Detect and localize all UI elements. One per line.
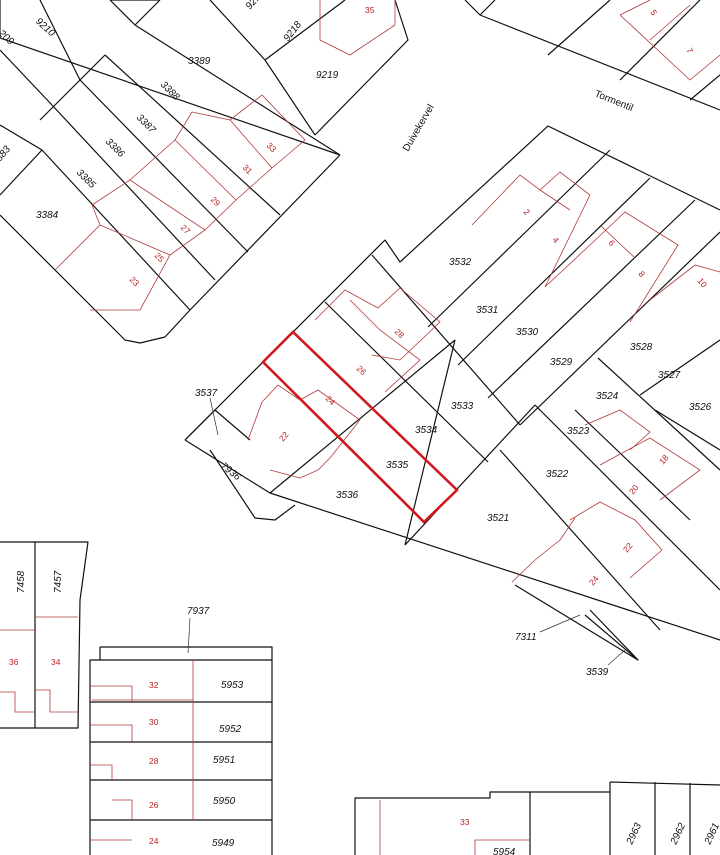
parcel-label: 3522 — [546, 469, 569, 480]
parcel-label: 3526 — [689, 402, 712, 413]
parcel-label: 5953 — [221, 680, 244, 691]
parcel-label: 3534 — [415, 425, 438, 436]
house-number: 30 — [149, 717, 159, 727]
block-bottom-left — [89, 617, 273, 855]
house-number: 8 — [636, 269, 647, 279]
house-number: 24 — [587, 573, 601, 587]
parcel-label: 3529 — [550, 357, 573, 368]
house-number: 7 — [684, 46, 695, 55]
house-number: 5 — [648, 8, 659, 17]
house-number: 28 — [149, 756, 159, 766]
parcel-label: 3539 — [586, 667, 609, 678]
house-number: 2 — [521, 207, 532, 217]
house-number: 31 — [241, 162, 255, 176]
house-number: 20 — [627, 482, 641, 496]
parcel-label: 3530 — [516, 327, 539, 338]
block-left-middle — [0, 541, 89, 729]
block-central — [184, 125, 720, 661]
house-number: 26 — [355, 363, 369, 377]
house-number: 22 — [277, 429, 291, 443]
house-number: 26 — [149, 800, 159, 810]
house-number: 18 — [657, 452, 671, 466]
parcel-label: 9210 — [33, 16, 57, 39]
parcel-label: 5949 — [212, 838, 235, 849]
street-label-duivekervel: Duivekervel — [401, 103, 437, 154]
parcel-label: 3524 — [596, 391, 619, 402]
parcel-label: 3533 — [451, 401, 474, 412]
parcel-label: 7937 — [187, 606, 210, 617]
house-number: 23 — [128, 274, 142, 288]
parcel-label: 2961 — [702, 821, 720, 847]
parcel-label: 3384 — [36, 210, 59, 221]
parcel-label: 3527 — [658, 370, 681, 381]
parcel-label: 3532 — [449, 257, 472, 268]
house-number: 22 — [621, 540, 635, 554]
house-number: 33 — [460, 817, 470, 827]
house-number: 24 — [149, 836, 159, 846]
parcel-label: 2963 — [624, 821, 644, 847]
parcel-label: 7458 — [16, 570, 27, 593]
parcel-label: 9219 — [316, 70, 339, 81]
parcel-label: 3386 — [103, 136, 127, 160]
parcel-label: 3387 — [134, 112, 158, 136]
street-label-tormentil: Tormentil — [593, 89, 635, 114]
house-number: 35 — [365, 5, 375, 15]
house-number: 28 — [393, 326, 407, 340]
block-top-left — [0, 0, 409, 344]
parcel-label: 3528 — [630, 342, 653, 353]
block-top-right — [464, 0, 720, 111]
parcel-label: 3389 — [188, 56, 211, 67]
house-number: 4 — [550, 235, 561, 245]
parcel-label: 3535 — [386, 460, 409, 471]
parcel-label: 5950 — [213, 796, 236, 807]
parcel-label: 3531 — [476, 305, 498, 316]
parcel-label: 7457 — [53, 570, 64, 593]
parcel-label: 3523 — [567, 426, 590, 437]
parcel-label: 7311 — [515, 632, 537, 643]
house-number: 32 — [149, 680, 159, 690]
parcel-label: 209 — [0, 27, 16, 47]
parcel-label: 5951 — [213, 755, 235, 766]
house-number: 6 — [606, 238, 617, 248]
house-number: 34 — [51, 657, 61, 667]
parcel-label: 3521 — [487, 513, 509, 524]
parcel-label: 3536 — [336, 490, 359, 501]
parcel-label: 5952 — [219, 724, 242, 735]
parcel-label: 2962 — [668, 821, 688, 847]
parcel-label: 5954 — [493, 847, 516, 855]
block-bottom-right — [354, 781, 720, 855]
house-number: 29 — [209, 194, 223, 208]
house-number: 33 — [265, 140, 279, 154]
house-number: 36 — [9, 657, 19, 667]
house-number: 27 — [179, 222, 193, 236]
parcel-label: 383 — [0, 144, 13, 164]
house-number-labels: 35 5 7 33 31 29 27 25 23 2 4 6 8 10 28 2… — [9, 5, 709, 846]
parcel-label: 9218 — [282, 19, 305, 44]
parcel-label: 3537 — [195, 388, 218, 399]
parcel-label: 921 — [244, 0, 263, 12]
house-number: 10 — [695, 276, 709, 290]
selected-parcel-3535[interactable] — [261, 330, 459, 524]
